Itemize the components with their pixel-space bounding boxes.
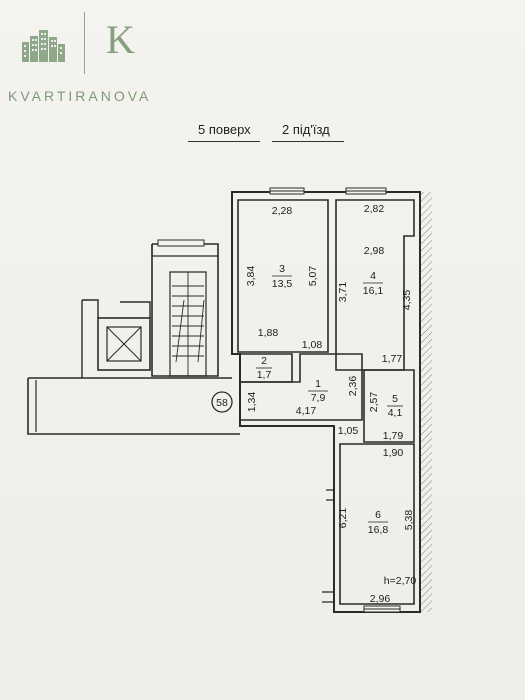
room-5-area: 4,1 bbox=[388, 407, 403, 419]
dim-corridor-bottom: 4,17 bbox=[296, 405, 317, 417]
entrance-label: 2 під'їзд bbox=[282, 122, 330, 137]
stair-steps bbox=[172, 272, 205, 376]
dim-corner: 1,05 bbox=[338, 425, 359, 437]
apartment-number-circle bbox=[211, 391, 233, 413]
room-3-area: 13,5 bbox=[272, 278, 293, 290]
dim-r6-right: 5,38 bbox=[403, 510, 415, 531]
entrance-underline bbox=[272, 141, 344, 142]
ceiling-height: h=2,70 bbox=[384, 575, 417, 587]
dim-r6-bottom: 2,96 bbox=[370, 593, 391, 605]
room-4-number: 4 bbox=[370, 270, 376, 282]
dim-r3-bottom: 1,88 bbox=[258, 327, 279, 339]
floor-underline bbox=[188, 141, 260, 142]
room-6-number: 6 bbox=[375, 509, 381, 521]
brand-name: KVARTIRANOVA bbox=[8, 88, 152, 104]
room-2-area: 1,7 bbox=[257, 369, 272, 381]
stair-inner bbox=[169, 271, 207, 377]
dim-r3-right: 5,07 bbox=[307, 266, 319, 287]
lift-shaft bbox=[97, 317, 151, 371]
room-3-wall bbox=[237, 199, 329, 353]
dim-r5-left: 2,57 bbox=[368, 392, 380, 413]
dim-corridor-right: 2,36 bbox=[347, 376, 359, 397]
dim-r3-top: 2,28 bbox=[272, 205, 293, 217]
room-4-area: 16,1 bbox=[363, 285, 384, 297]
dim-r4-inner: 2,98 bbox=[364, 245, 385, 257]
room-1-wall bbox=[239, 353, 363, 421]
room-4-wall bbox=[335, 199, 415, 371]
windows bbox=[157, 187, 401, 613]
room-1-number: 1 bbox=[315, 378, 321, 390]
floor-label: 5 поверх bbox=[198, 122, 251, 137]
room-5-number: 5 bbox=[392, 393, 398, 405]
lift-cabin bbox=[106, 326, 142, 362]
room-3-number: 3 bbox=[279, 263, 285, 275]
room-2-number: 2 bbox=[261, 355, 267, 367]
dim-r4-left: 3,71 bbox=[337, 282, 349, 303]
dim-r5-bottom: 1,79 bbox=[383, 430, 404, 442]
room-6-wall bbox=[339, 443, 415, 605]
dim-r3-left: 3,84 bbox=[245, 266, 257, 287]
building-logo-icon bbox=[22, 30, 65, 62]
logo-letter: K bbox=[106, 17, 135, 62]
room-5-wall bbox=[363, 369, 415, 443]
stair-top-wall bbox=[151, 244, 218, 257]
room-6-area: 16,8 bbox=[368, 524, 389, 536]
apartment-number: 58 bbox=[216, 397, 228, 409]
dim-corridor-left: 1,34 bbox=[246, 392, 258, 413]
dim-r4-top: 2,82 bbox=[364, 203, 385, 215]
dim-r4-right: 4,35 bbox=[401, 290, 413, 311]
common-corridor bbox=[27, 377, 240, 435]
dim-r4-bottom: 1,77 bbox=[382, 353, 403, 365]
exterior-hatch bbox=[420, 192, 432, 612]
dim-r6-top: 1,90 bbox=[383, 447, 404, 459]
room-1-area: 7,9 bbox=[311, 392, 326, 404]
logo-divider bbox=[84, 12, 85, 74]
dim-r6-left: 6,21 bbox=[337, 508, 349, 529]
dim-corridor-top: 1,08 bbox=[302, 339, 323, 351]
logo-header: K KVARTIRANOVA bbox=[0, 0, 525, 110]
